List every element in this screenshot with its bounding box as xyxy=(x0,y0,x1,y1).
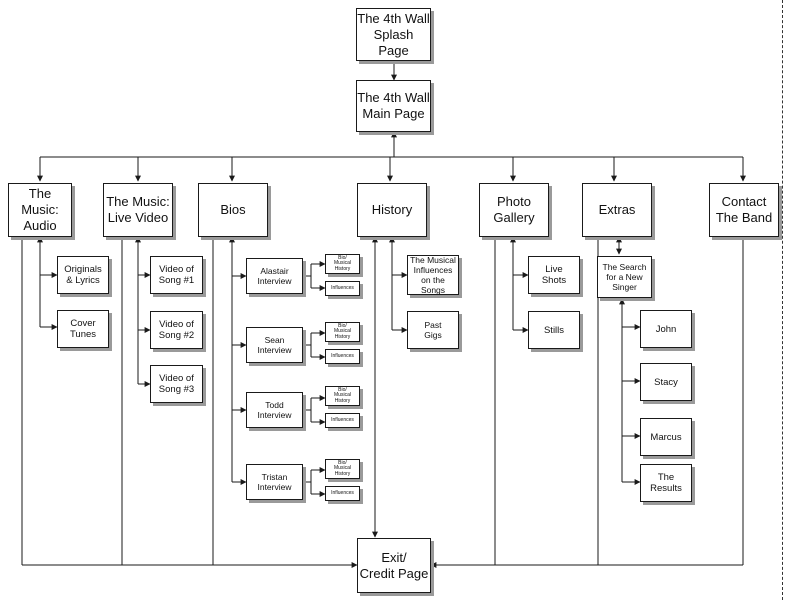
sean-bio-box: Bio/ Musical History xyxy=(325,322,360,342)
todd-influences-box: Influences xyxy=(325,413,360,428)
alastair-influences-box: Influences xyxy=(325,281,360,296)
interview-sean-box: Sean Interview xyxy=(246,327,303,363)
interview-tristan-box: Tristan Interview xyxy=(246,464,303,500)
audio-cover-tunes-box: Cover Tunes xyxy=(57,310,109,348)
singer-stacy-box: Stacy xyxy=(640,363,692,401)
interview-todd-box: Todd Interview xyxy=(246,392,303,428)
singer-marcus-box: Marcus xyxy=(640,418,692,456)
video-song1-box: Video of Song #1 xyxy=(150,256,203,294)
section-audio-box: The Music: Audio xyxy=(8,183,72,237)
sean-influences-box: Influences xyxy=(325,349,360,364)
photo-live-shots-box: Live Shots xyxy=(528,256,580,294)
photo-stills-box: Stills xyxy=(528,311,580,349)
history-influences-box: The Musical Influences on the Songs xyxy=(407,255,459,295)
video-song2-box: Video of Song #2 xyxy=(150,311,203,349)
splash-page-box: The 4th Wall Splash Page xyxy=(356,8,431,61)
section-video-box: The Music: Live Video xyxy=(103,183,173,237)
interview-alastair-box: Alastair Interview xyxy=(246,258,303,294)
section-extras-box: Extras xyxy=(582,183,652,237)
section-photo-box: Photo Gallery xyxy=(479,183,549,237)
todd-bio-box: Bio/ Musical History xyxy=(325,386,360,406)
audio-originals-box: Originals & Lyrics xyxy=(57,256,109,294)
exit-credit-page-box: Exit/ Credit Page xyxy=(357,538,431,593)
tristan-bio-box: Bio/ Musical History xyxy=(325,459,360,479)
alastair-bio-box: Bio/ Musical History xyxy=(325,254,360,274)
page-edge-dashed-line xyxy=(782,0,783,600)
main-page-box: The 4th Wall Main Page xyxy=(356,80,431,132)
video-song3-box: Video of Song #3 xyxy=(150,365,203,403)
tristan-influences-box: Influences xyxy=(325,486,360,501)
history-past-gigs-box: Past Gigs xyxy=(407,311,459,349)
section-history-box: History xyxy=(357,183,427,237)
extras-search-box: The Search for a New Singer xyxy=(597,256,652,298)
singer-results-box: The Results xyxy=(640,464,692,502)
section-bios-box: Bios xyxy=(198,183,268,237)
singer-john-box: John xyxy=(640,310,692,348)
section-contact-box: Contact The Band xyxy=(709,183,779,237)
